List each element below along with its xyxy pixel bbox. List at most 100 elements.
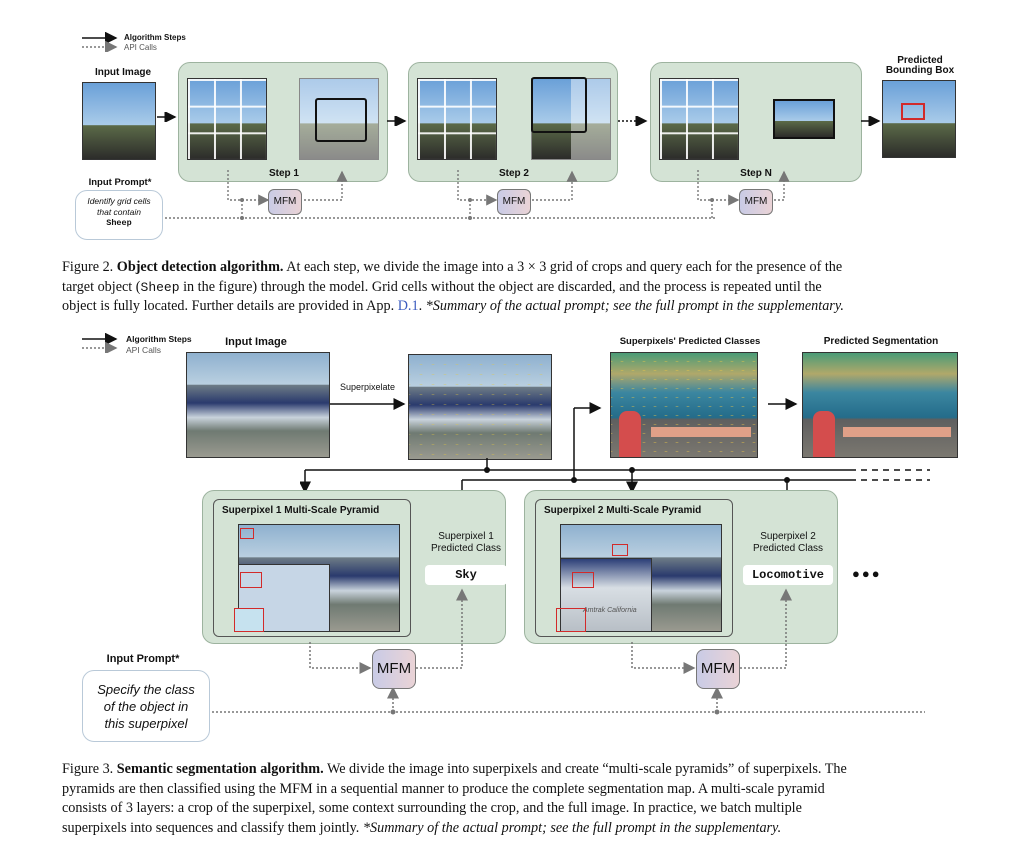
fig3-input-image-label: Input Image bbox=[225, 336, 287, 348]
fig2-mfm-stepN: MFM bbox=[739, 189, 773, 215]
fig3-caption-text4a: superpixels into sequences and classify … bbox=[62, 819, 363, 836]
fig2-caption-mono: Sheep bbox=[140, 279, 180, 295]
fig2-caption-prefix: Figure 2. bbox=[62, 259, 114, 275]
step1-panel: Step 1 bbox=[178, 62, 388, 182]
fig3-mfm-2: MFM bbox=[696, 649, 740, 689]
stepN-grid-image bbox=[659, 78, 739, 160]
fig3-caption-text3: consists of 3 layers: a crop of the supe… bbox=[62, 800, 802, 816]
fig2-caption-text1: At each step, we divide the image into a… bbox=[283, 259, 843, 275]
superpixelated-image bbox=[408, 354, 552, 460]
fig2-prompt-box: Identify grid cells that contain Sheep bbox=[75, 190, 163, 240]
step2-selected-cells bbox=[531, 77, 587, 133]
pyramid2-box-3 bbox=[556, 608, 586, 632]
fig2-caption-text3b: . bbox=[418, 298, 426, 314]
fig2-appendix-link[interactable]: D.1 bbox=[397, 298, 419, 314]
legend-steps-label: Algorithm Steps bbox=[124, 33, 186, 42]
pyramid2-box-2 bbox=[572, 572, 594, 588]
pred-seg-label: Predicted Segmentation bbox=[823, 336, 939, 347]
fig2-prompt-line2: that contain bbox=[97, 207, 141, 217]
sp1-line1: Superpixel 1 bbox=[438, 531, 494, 542]
fig2-prompt-target: Sheep bbox=[106, 218, 132, 228]
pyramid2-panel: Superpixel 2 Multi-Scale Pyramid Amtrak … bbox=[524, 490, 838, 644]
pyramid1-box-3 bbox=[234, 608, 264, 632]
fig3-caption-note: *Summary of the actual prompt; see the f… bbox=[362, 819, 782, 836]
fig2-stepN-return-arrow bbox=[770, 170, 790, 201]
sp1-class-result: Sky bbox=[425, 565, 507, 585]
step1-label: Step 1 bbox=[268, 168, 299, 179]
sp2-predicted-class-label: Superpixel 2 Predicted Class bbox=[747, 531, 829, 555]
pyramid1-frame: Superpixel 1 Multi-Scale Pyramid bbox=[213, 499, 411, 637]
arrow-stepN-result bbox=[861, 116, 881, 126]
fig3-prompt-line2: of the object in bbox=[103, 699, 189, 714]
fig3-caption-text2: pyramids are then classified using the M… bbox=[62, 780, 825, 797]
step2-panel: Step 2 bbox=[408, 62, 618, 182]
sp2-line2: Predicted Class bbox=[752, 543, 824, 554]
arrow-step1-step2 bbox=[387, 116, 407, 126]
fig2-mfm-step2: MFM bbox=[497, 189, 531, 215]
sp-classes-label: Superpixels' Predicted Classes bbox=[619, 336, 761, 347]
bbox-rectangle bbox=[901, 103, 925, 120]
pyramid1-box-1 bbox=[240, 528, 254, 539]
arrow-step2-stepN bbox=[618, 116, 648, 126]
input-image bbox=[82, 82, 156, 160]
predicted-bbox-line2: Bounding Box bbox=[885, 65, 955, 76]
fig3-mfm-1: MFM bbox=[372, 649, 416, 689]
legend-arrows bbox=[82, 32, 118, 52]
figure-2-caption: Figure 2. Object detection algorithm. At… bbox=[62, 258, 972, 317]
step1-grid-image bbox=[187, 78, 267, 160]
pred-seg-image bbox=[802, 352, 958, 458]
fig2-caption-title: Object detection algorithm. bbox=[116, 259, 284, 275]
fig3-caption-prefix: Figure 3. bbox=[62, 761, 114, 777]
fig2-api-lines bbox=[165, 170, 774, 220]
fig3-caption-text1: We divide the image into superpixels and… bbox=[323, 761, 847, 777]
sp2-line1: Superpixel 2 bbox=[760, 531, 816, 542]
stepN-panel: Step N bbox=[650, 62, 862, 182]
fig3-input-prompt-label: Input Prompt* bbox=[106, 653, 180, 665]
stepN-cropped-image bbox=[773, 99, 835, 139]
pyramid2-box-1 bbox=[612, 544, 628, 556]
pyramid1-panel: Superpixel 1 Multi-Scale Pyramid Superpi… bbox=[202, 490, 507, 644]
fig2-input-prompt-label: Input Prompt* bbox=[88, 177, 152, 188]
predicted-bbox-line1: Predicted bbox=[897, 55, 943, 66]
predicted-bbox-image bbox=[882, 80, 956, 158]
fig3-legend-steps-label: Algorithm Steps bbox=[126, 334, 192, 344]
fig2-caption-text2b: in the figure) through the model. Grid c… bbox=[179, 278, 822, 295]
pyramid2-train-text: Amtrak California bbox=[583, 607, 637, 614]
fig2-prompt-line1: Identify grid cells bbox=[87, 196, 151, 206]
superpixelate-label: Superpixelate bbox=[340, 382, 396, 392]
pyramid1-context-image bbox=[238, 564, 330, 632]
more-pyramids-ellipsis: ●●● bbox=[852, 566, 882, 581]
fig3-legend-api-label: API Calls bbox=[126, 345, 161, 355]
legend-api-label: API Calls bbox=[124, 43, 157, 52]
superpixelate-arrow bbox=[330, 398, 406, 410]
predicted-bbox-label: Predicted Bounding Box bbox=[872, 56, 968, 76]
step2-label: Step 2 bbox=[498, 168, 529, 179]
fig2-caption-text3a: object is fully located. Further details… bbox=[62, 298, 398, 314]
step2-grid-image bbox=[417, 78, 497, 160]
step1-selected-cells bbox=[315, 98, 367, 142]
fig3-caption-title: Semantic segmentation algorithm. bbox=[116, 761, 324, 777]
fig3-legend-arrows bbox=[82, 333, 118, 353]
sp1-predicted-class-label: Superpixel 1 Predicted Class bbox=[425, 531, 507, 555]
input-image-label: Input Image bbox=[94, 67, 152, 78]
figure-3-caption: Figure 3. Semantic segmentation algorith… bbox=[62, 760, 972, 838]
pyramid1-box-2 bbox=[240, 572, 262, 588]
pyramid2-frame: Superpixel 2 Multi-Scale Pyramid Amtrak … bbox=[535, 499, 733, 637]
stepN-label: Step N bbox=[740, 168, 772, 179]
pyramid2-title: Superpixel 2 Multi-Scale Pyramid bbox=[544, 505, 702, 516]
fig3-input-image bbox=[186, 352, 330, 458]
sp2-class-result: Locomotive bbox=[743, 565, 833, 585]
arrow-input-step1 bbox=[157, 112, 177, 122]
fig3-api-lines bbox=[212, 588, 925, 715]
fig3-prompt-box: Specify the class of the object in this … bbox=[82, 670, 210, 742]
fig2-mfm-step1: MFM bbox=[268, 189, 302, 215]
fig3-flow-lines bbox=[300, 402, 930, 500]
fig2-caption-text2a: target object ( bbox=[62, 278, 141, 295]
fig2-caption-note: *Summary of the actual prompt; see the f… bbox=[425, 298, 844, 314]
fig3-prompt-line3: this superpixel bbox=[104, 716, 188, 731]
fig3-prompt-line1: Specify the class bbox=[97, 682, 195, 697]
pyramid1-title: Superpixel 1 Multi-Scale Pyramid bbox=[222, 505, 380, 516]
pyramid2-context-image: Amtrak California bbox=[560, 558, 652, 632]
sp1-line2: Predicted Class bbox=[430, 543, 502, 554]
arrow-to-seg bbox=[768, 398, 798, 410]
